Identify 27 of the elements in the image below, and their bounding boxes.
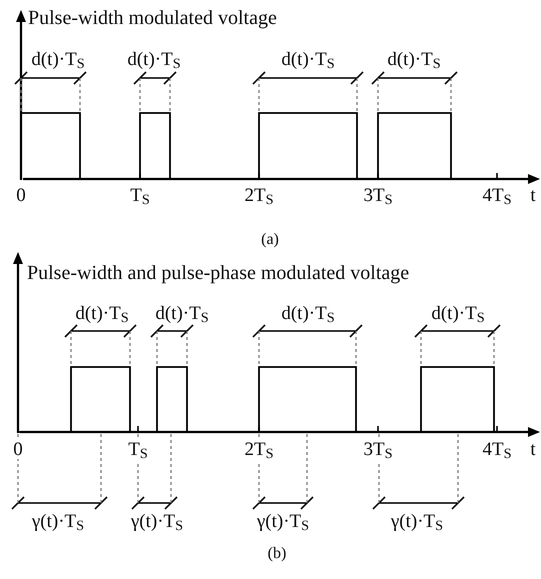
dimension-label: γ(t)·T$_{S}$ xyxy=(390,512,444,534)
axis-label: t xyxy=(530,186,536,205)
dimension-label: d(t)·T$_{S}$ xyxy=(387,50,441,72)
tick-label: T$_{S}$ xyxy=(130,186,150,208)
panel-caption: (b) xyxy=(268,546,286,562)
tick-label: 3T$_{S}$ xyxy=(363,186,393,208)
axis-title: Pulse-width modulated voltage xyxy=(28,8,277,28)
dimension-label: d(t)·T$_{S}$ xyxy=(281,50,335,72)
dimension-label: γ(t)·T$_{S}$ xyxy=(256,512,310,534)
tick-label: 4T$_{S}$ xyxy=(482,440,512,462)
dimension-label: d(t)·T$_{S}$ xyxy=(281,304,335,326)
dimension-label: γ(t)·T$_{S}$ xyxy=(32,512,84,534)
dimension-label: d(t)·T$_{S}$ xyxy=(31,50,85,72)
panel-caption: (a) xyxy=(261,232,279,248)
tick-label: T$_{S}$ xyxy=(128,440,148,462)
dimension-label: d(t)·T$_{S}$ xyxy=(155,304,209,326)
dimension-label: d(t)·T$_{S}$ xyxy=(127,50,181,72)
tick-label: 4T$_{S}$ xyxy=(482,186,512,208)
axis-title: Pulse-width and pulse-phase modulated voltage xyxy=(27,263,410,283)
tick-label: 0 xyxy=(13,440,23,459)
dimension-label: d(t)·T$_{S}$ xyxy=(75,304,129,326)
axis-label: t xyxy=(530,440,536,459)
tick-label: 2T$_{S}$ xyxy=(244,186,274,208)
dimension-label: d(t)·T$_{S}$ xyxy=(431,304,485,326)
dimension-label: γ(t)·T$_{S}$ xyxy=(130,512,184,534)
tick-label: 3T$_{S}$ xyxy=(363,440,393,462)
tick-label: 2T$_{S}$ xyxy=(244,440,274,462)
